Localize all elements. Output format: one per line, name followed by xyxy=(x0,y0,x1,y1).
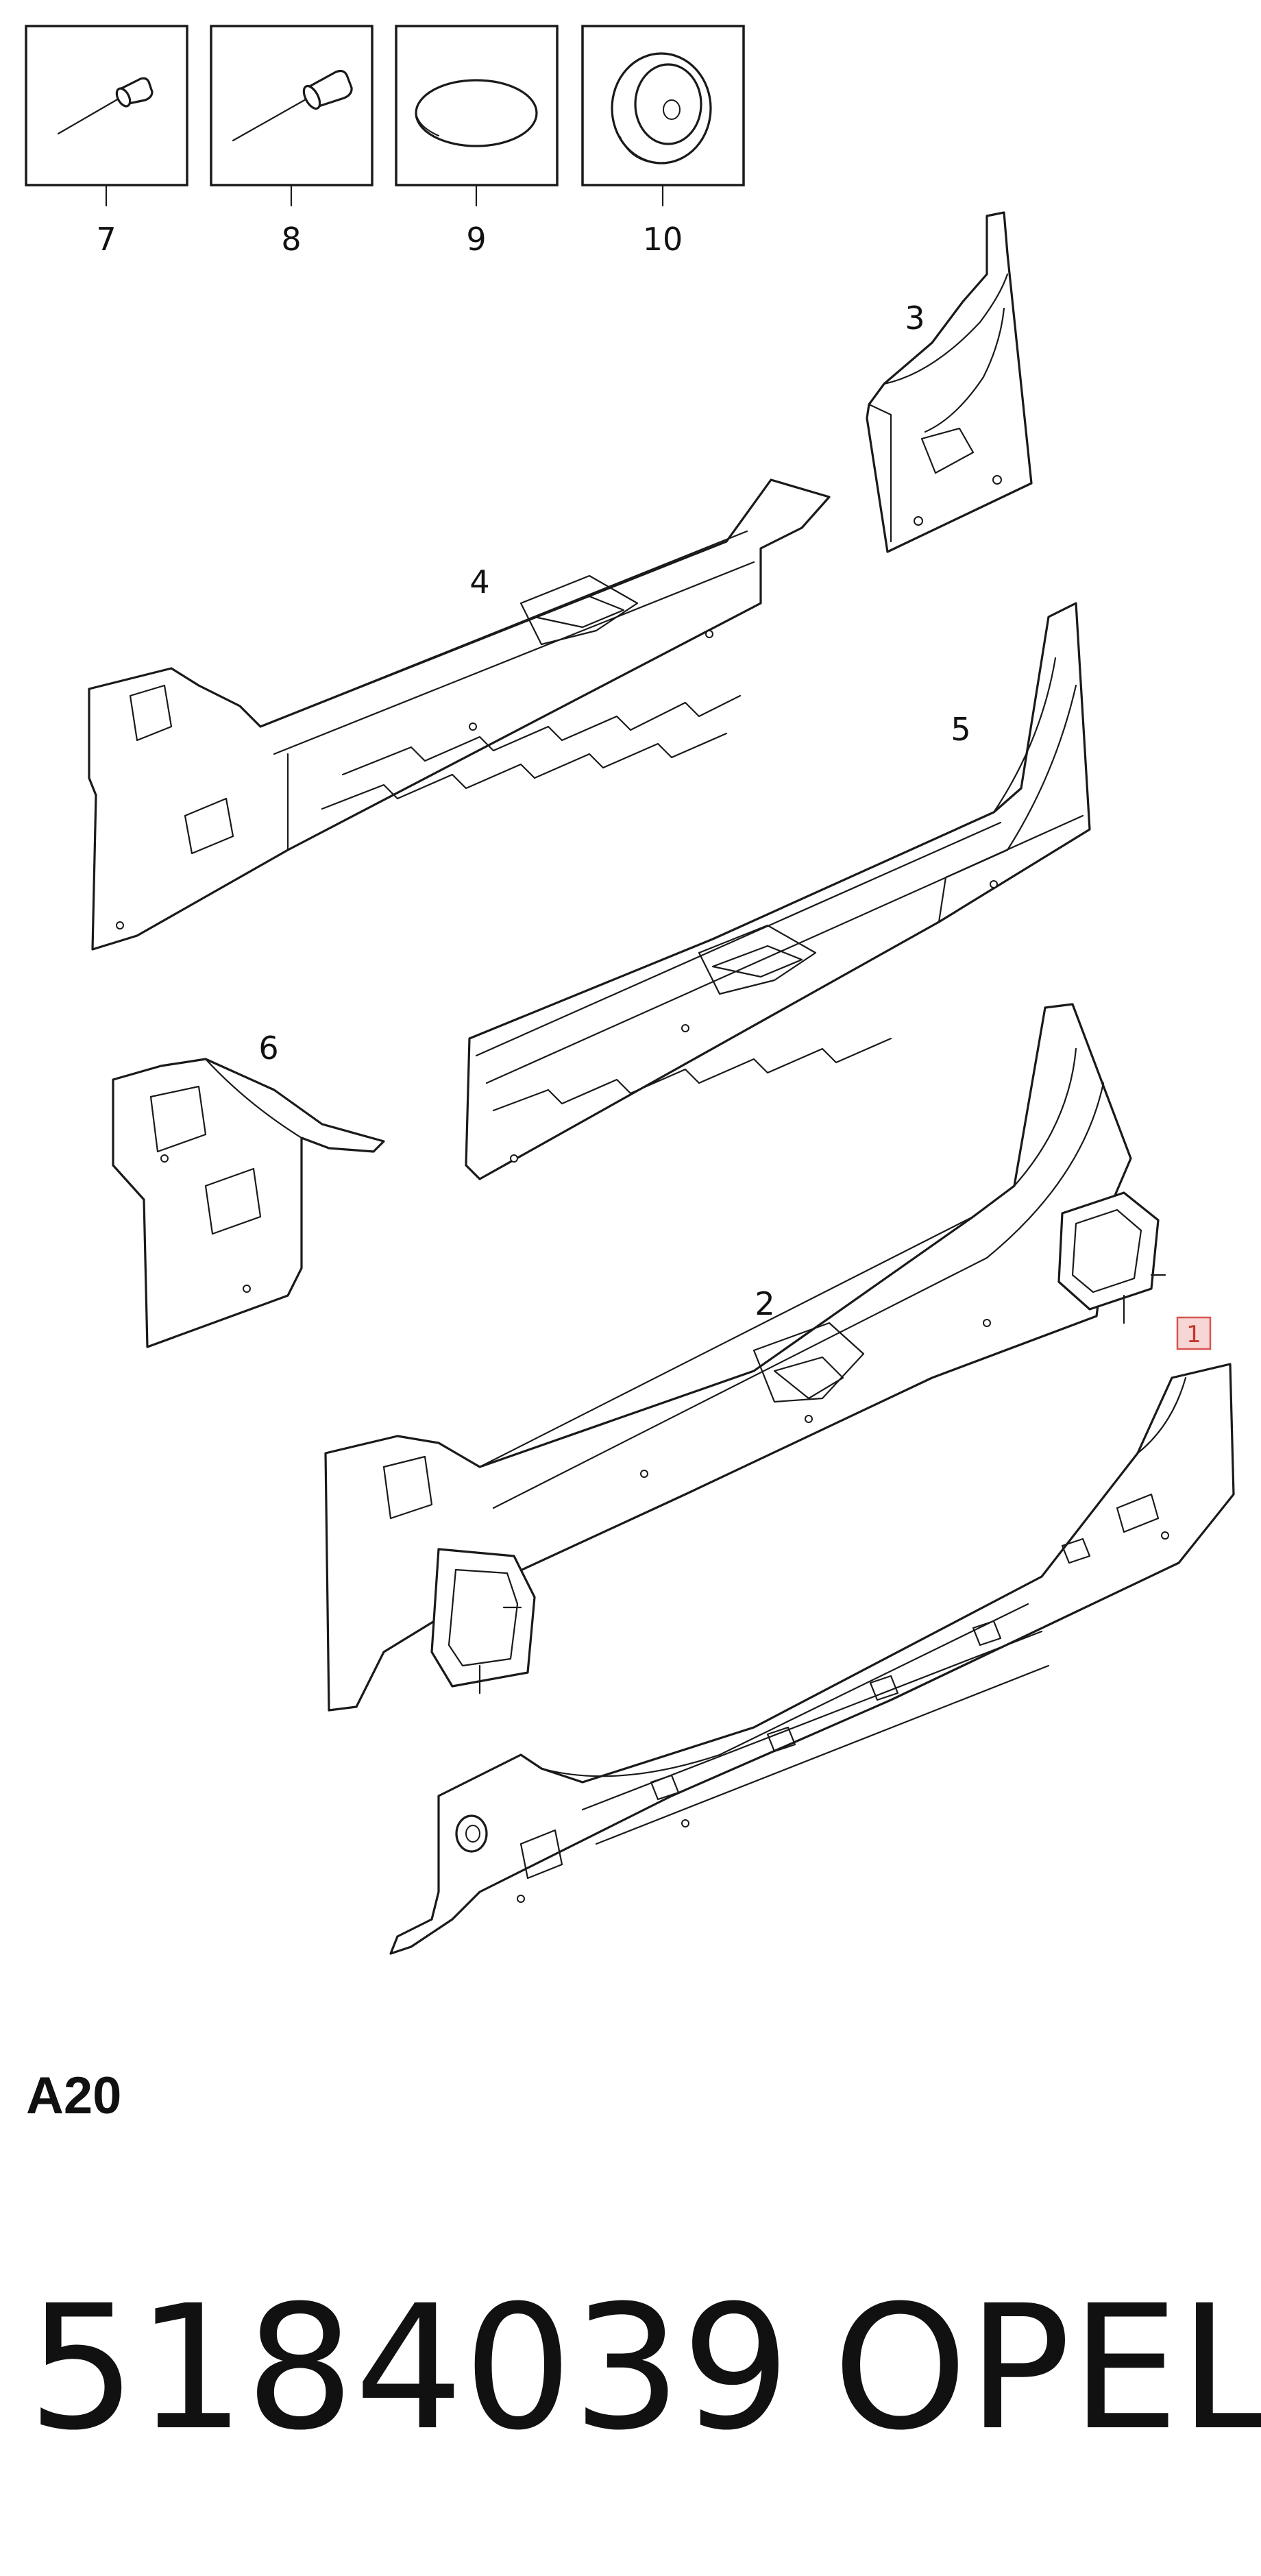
callout-6: 6 xyxy=(258,1030,278,1067)
part-1-lower-rear-panel xyxy=(389,1363,1235,1955)
rivet-kit-box-7 xyxy=(25,25,188,186)
part-6-side-bracket xyxy=(112,1058,385,1348)
plug-kit-box-9 xyxy=(395,25,559,186)
part-4-upper-panel xyxy=(88,478,831,951)
part-5-middle-panel xyxy=(465,602,1091,1180)
callout-1: 1 xyxy=(1186,1321,1201,1348)
callout-8: 8 xyxy=(281,221,301,258)
rivet-icon xyxy=(57,77,154,135)
part-2-rear-panel-assembly xyxy=(324,1003,1166,1712)
brand-name: OPEL xyxy=(833,2268,1261,2468)
grommet-icon xyxy=(611,52,712,165)
grommet-kit-box-10 xyxy=(581,25,745,186)
callout-1-highlight: 1 xyxy=(1176,1316,1212,1350)
callout-3: 3 xyxy=(905,300,925,337)
section-code: A20 xyxy=(26,2067,122,2125)
callout-2: 2 xyxy=(755,1285,774,1322)
long-rivet-icon xyxy=(232,69,353,142)
callout-9: 9 xyxy=(466,221,486,258)
flat-plug-icon xyxy=(415,79,538,147)
part-3-corner-panel xyxy=(866,211,1033,553)
rivet-kit-box-8 xyxy=(210,25,374,186)
callout-10: 10 xyxy=(643,221,683,258)
callout-7: 7 xyxy=(96,221,116,258)
callout-5: 5 xyxy=(951,711,970,748)
callout-4: 4 xyxy=(469,563,489,600)
part-number: 5184039 xyxy=(27,2268,791,2468)
